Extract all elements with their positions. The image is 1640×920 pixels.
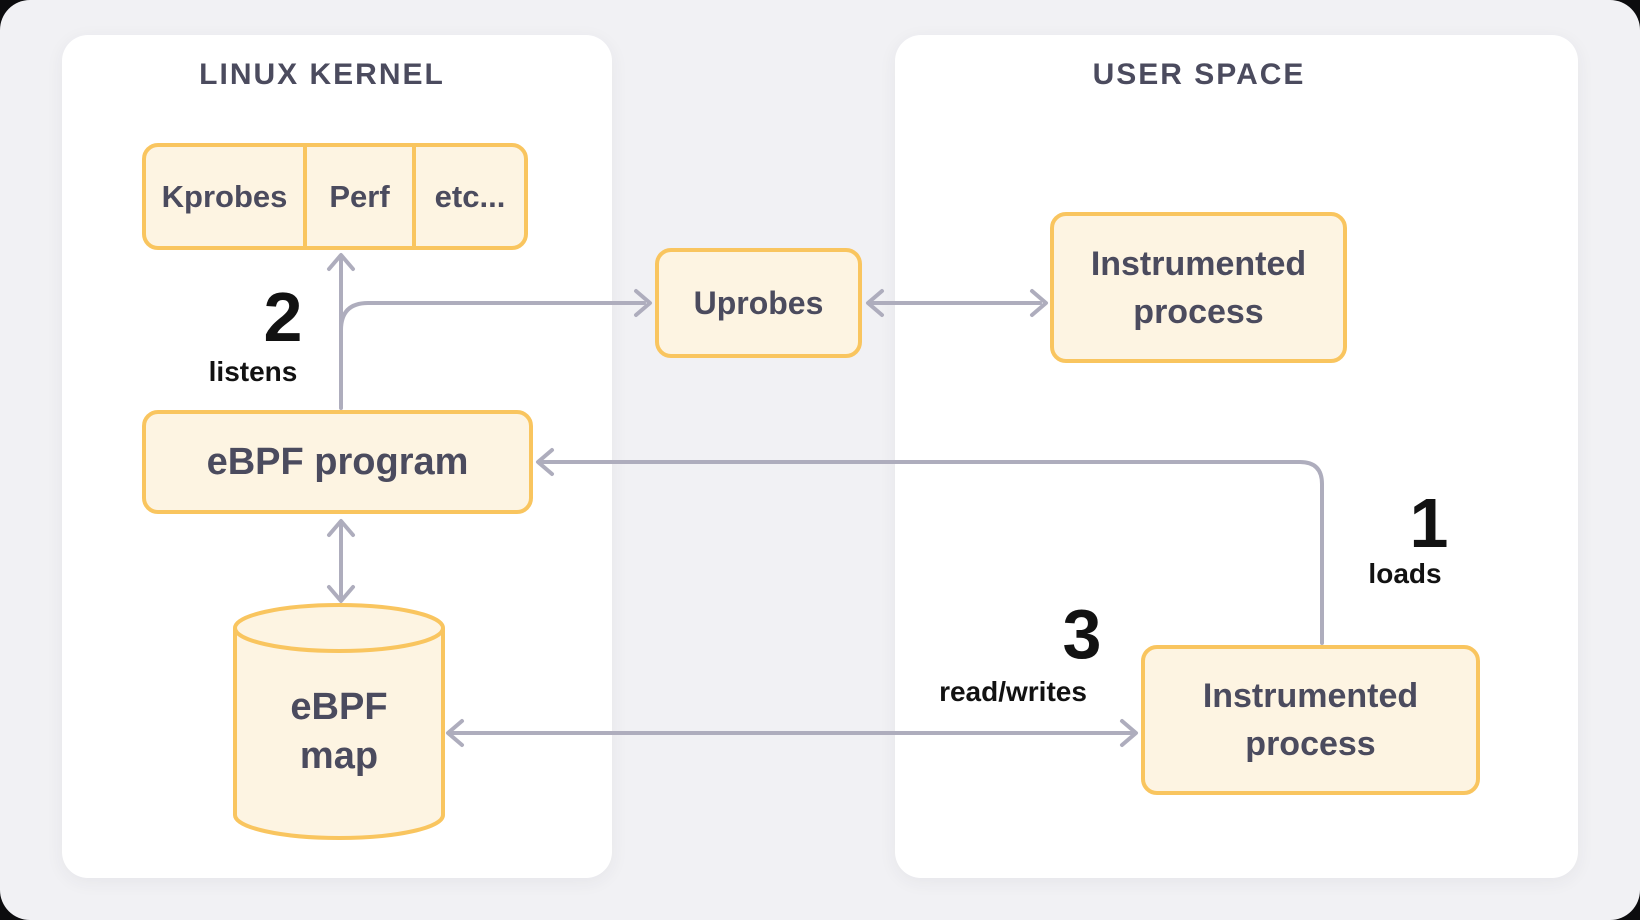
step-3-number: 3: [1062, 595, 1102, 673]
perf-cell: Perf: [303, 147, 412, 246]
step-1-number: 1: [1409, 484, 1449, 562]
etc-label: etc...: [434, 178, 506, 214]
etc-cell: etc...: [412, 147, 524, 246]
probe-sources-row: Kprobes Perf etc...: [142, 143, 528, 250]
instrumented-process-bottom-line2: process: [1245, 725, 1376, 763]
step-2-number: 2: [263, 278, 303, 356]
uprobes-label: Uprobes: [693, 284, 824, 321]
user-space-title: USER SPACE: [1092, 58, 1306, 91]
instrumented-process-bottom-node: Instrumented process: [1141, 645, 1480, 795]
instrumented-process-top-line1: Instrumented: [1090, 244, 1307, 283]
ebpf-map-line2: map: [299, 735, 379, 777]
kprobes-cell: Kprobes: [146, 147, 303, 246]
instrumented-process-bottom-line1: Instrumented: [1202, 677, 1419, 715]
instrumented-process-top-node: Instrumented process: [1050, 212, 1347, 363]
linux-kernel-title: LINUX KERNEL: [199, 58, 445, 91]
step-1-label: loads: [1368, 558, 1442, 589]
step-3-label: read/writes: [939, 676, 1087, 707]
ebpf-program-node: eBPF program: [142, 410, 533, 514]
instrumented-process-top-line2: process: [1133, 292, 1264, 331]
ebpf-program-label: eBPF program: [206, 440, 469, 483]
ebpf-map-label: eBPF map: [235, 683, 443, 781]
kprobes-label: Kprobes: [161, 178, 288, 214]
uprobes-node: Uprobes: [655, 248, 862, 358]
step-2-label: listens: [208, 356, 298, 387]
perf-label: Perf: [329, 178, 390, 214]
ebpf-map-line1: eBPF: [290, 686, 388, 728]
